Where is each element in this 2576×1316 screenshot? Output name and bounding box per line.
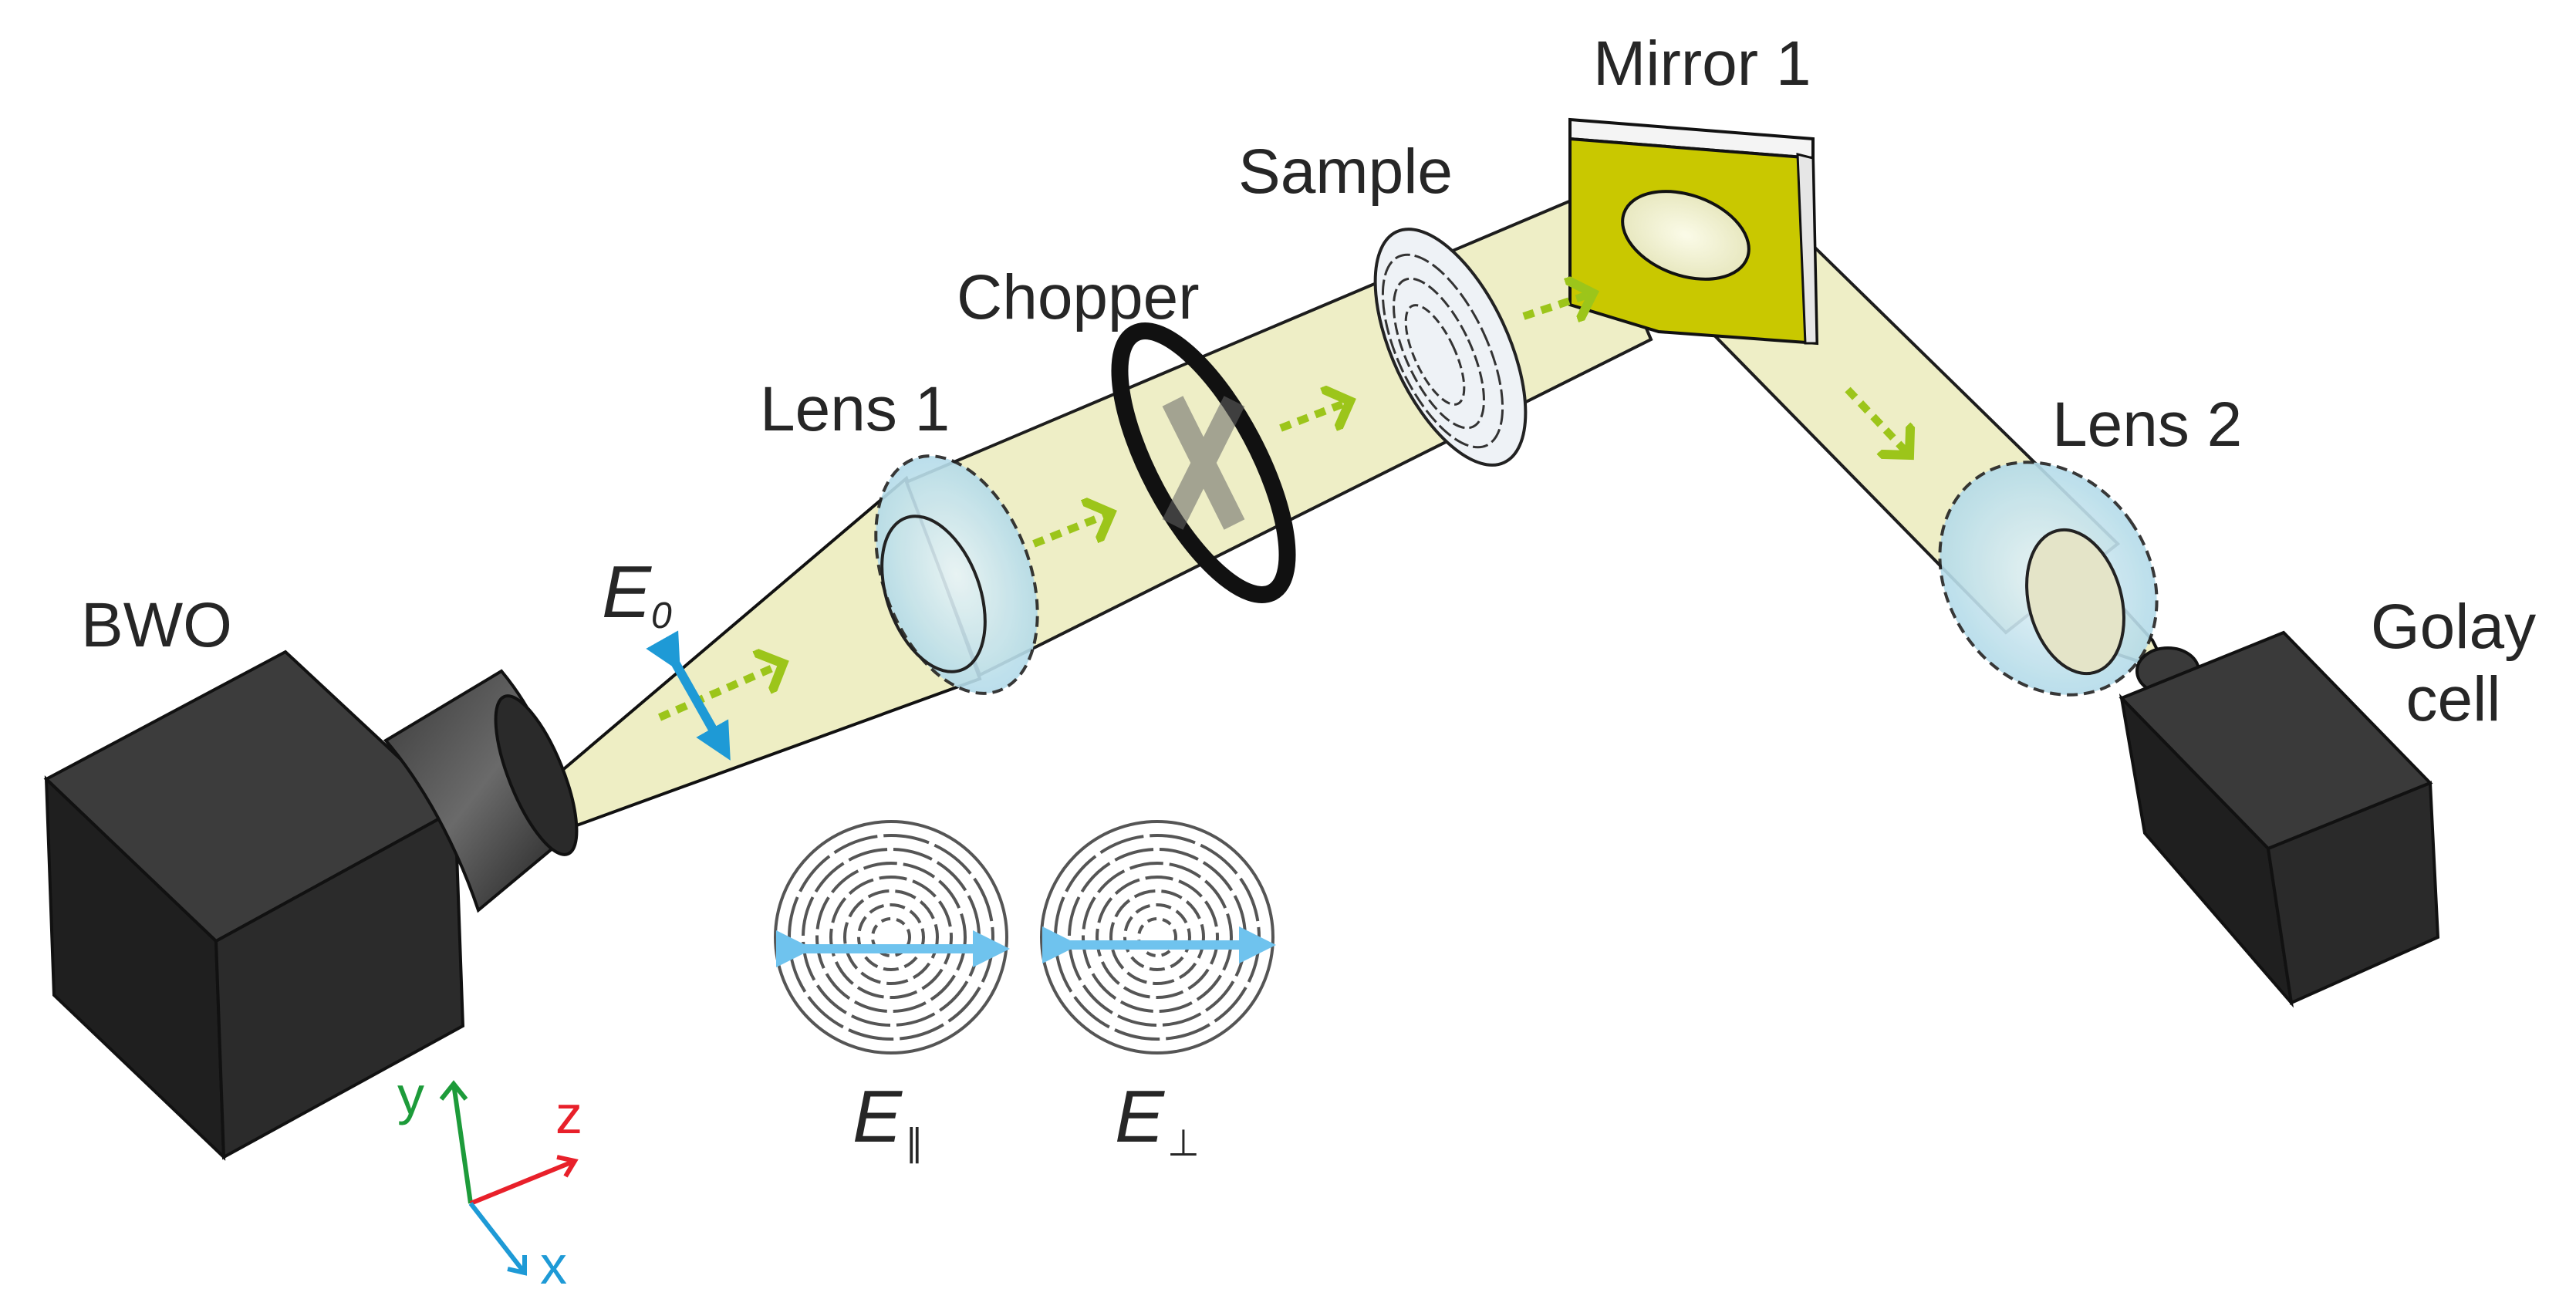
axis-y-arrow <box>451 1083 473 1204</box>
spiral-inset-perpendicular <box>1040 820 1276 1054</box>
label-lens-1: Lens 1 <box>760 374 950 444</box>
bwo-source <box>43 650 579 1161</box>
spiral-inset-parallel <box>774 820 1010 1054</box>
axis-x-arrow <box>468 1202 527 1274</box>
label-e-perp-sub: ⊥ <box>1167 1123 1200 1164</box>
label-e-perpendicular: E⊥ <box>1115 1080 1200 1162</box>
label-e-perp-base: E <box>1115 1075 1165 1158</box>
axis-label-z: z <box>555 1085 582 1145</box>
axis-z-arrow <box>469 1159 576 1206</box>
label-golay-cell: Golay cell <box>2353 596 2554 731</box>
label-e-parallel-sub: ∥ <box>905 1123 924 1164</box>
label-mirror-1: Mirror 1 <box>1593 29 1811 99</box>
axis-label-x: x <box>540 1235 567 1295</box>
mirror-beam-spot <box>1621 190 1751 281</box>
polarization-e0-arrow <box>646 630 731 761</box>
label-golay-line1: Golay <box>2370 592 2537 662</box>
lens-1 <box>874 454 1039 695</box>
axis-label-y: y <box>397 1065 424 1125</box>
label-e-parallel: E∥ <box>852 1080 923 1162</box>
bwo-box-side <box>214 807 465 1160</box>
label-bwo: BWO <box>81 590 232 660</box>
label-e0-base: E <box>602 551 652 633</box>
sample <box>1373 228 1528 467</box>
label-e-parallel-base: E <box>852 1075 903 1158</box>
mirror-1 <box>1568 117 1819 346</box>
coordinate-axes <box>439 1080 579 1276</box>
golay-cell <box>2119 630 2440 1008</box>
beam <box>522 191 2171 835</box>
lens-2 <box>1938 461 2159 697</box>
label-golay-line2: cell <box>2406 664 2501 734</box>
label-e0-sub: 0 <box>651 596 672 636</box>
label-lens-2: Lens 2 <box>2052 390 2243 460</box>
chopper <box>1111 322 1296 603</box>
label-chopper: Chopper <box>957 262 1200 332</box>
label-e0: E0 <box>602 555 672 635</box>
bwo-horn-aperture <box>494 694 579 856</box>
label-sample: Sample <box>1238 137 1453 207</box>
